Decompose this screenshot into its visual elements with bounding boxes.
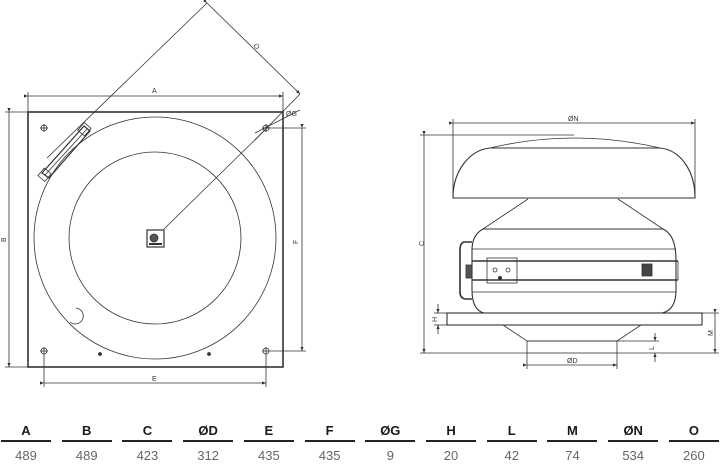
side-view	[420, 119, 719, 369]
dim-label-m: M	[708, 330, 715, 336]
dim-header: A	[21, 423, 31, 438]
dim-value: 489	[15, 448, 37, 463]
junction-plate	[486, 257, 518, 284]
dim-col-g: ØG 9	[365, 422, 416, 466]
dim-label-f: F	[293, 240, 300, 244]
dim-value: 423	[136, 448, 159, 463]
dim-label-l: L	[649, 346, 656, 350]
outer-housing-circle	[33, 116, 277, 360]
dim-col-h: H 20	[426, 422, 477, 466]
dim-label-c: C	[419, 241, 426, 246]
dim-header: H	[446, 423, 456, 438]
dim-col-a: A 489	[1, 422, 51, 466]
dim-header: E	[264, 423, 274, 438]
dim-label-h: H	[432, 317, 439, 322]
dim-label-g: ØG	[286, 111, 297, 118]
dim-value: 312	[197, 448, 219, 463]
technical-drawing: A B O ØG F E	[1, 0, 719, 387]
dim-value: 42	[504, 448, 519, 463]
dim-value: 534	[622, 448, 645, 463]
mounting-hole-icon	[262, 124, 270, 132]
dim-value: 74	[565, 448, 580, 463]
dim-header: F	[325, 423, 334, 438]
dim-header: M	[567, 423, 578, 438]
dim-value: 260	[683, 448, 705, 463]
logo-icon	[146, 229, 165, 248]
dim-header: L	[507, 423, 516, 438]
dim-col-d: ØD 312	[183, 422, 234, 466]
dim-value: 435	[258, 448, 280, 463]
dim-col-e: E 435	[243, 422, 294, 466]
mounting-hole-icon	[262, 347, 270, 355]
dim-label-o: O	[252, 42, 261, 51]
dim-header: ØG	[380, 423, 401, 438]
dim-col-m: M 74	[547, 422, 598, 466]
dim-header: B	[82, 423, 92, 438]
top-view	[5, 0, 306, 387]
dim-col-o: O 260	[668, 422, 719, 466]
dim-label-d: ØD	[567, 358, 578, 365]
junction-box	[41, 125, 91, 179]
dim-label-b: B	[1, 237, 8, 242]
dim-value: 435	[318, 448, 341, 463]
cap	[452, 147, 696, 199]
dimensions-table: A 489 B 489 C 423 ØD 312 E 435 F 435 ØG 9 H 20 L…	[0, 422, 720, 466]
side-base-plate	[446, 312, 703, 326]
dim-value: 9	[386, 448, 394, 463]
dim-col-l: L 42	[486, 422, 537, 466]
dim-col-n: ØN 534	[608, 422, 659, 466]
logo-icon	[641, 263, 653, 277]
spigot	[526, 340, 618, 354]
dim-col-f: F 435	[304, 422, 355, 466]
dim-label-e: E	[152, 376, 157, 383]
dim-col-c: C 423	[122, 422, 173, 466]
dim-label-n: ØN	[568, 116, 579, 123]
mounting-hole-icon	[40, 124, 48, 132]
dim-header: O	[688, 423, 699, 438]
mounting-hole-icon	[40, 347, 48, 355]
dim-value: 489	[75, 448, 98, 463]
base-plate-outline	[27, 111, 284, 368]
dim-value: 20	[443, 448, 459, 463]
dim-header: ØN	[623, 423, 643, 438]
dim-col-b: B 489	[61, 422, 112, 466]
dim-header: ØD	[198, 423, 218, 438]
dim-label-a: A	[152, 88, 157, 95]
dim-header: C	[142, 423, 153, 438]
inner-cap-circle	[68, 151, 242, 325]
